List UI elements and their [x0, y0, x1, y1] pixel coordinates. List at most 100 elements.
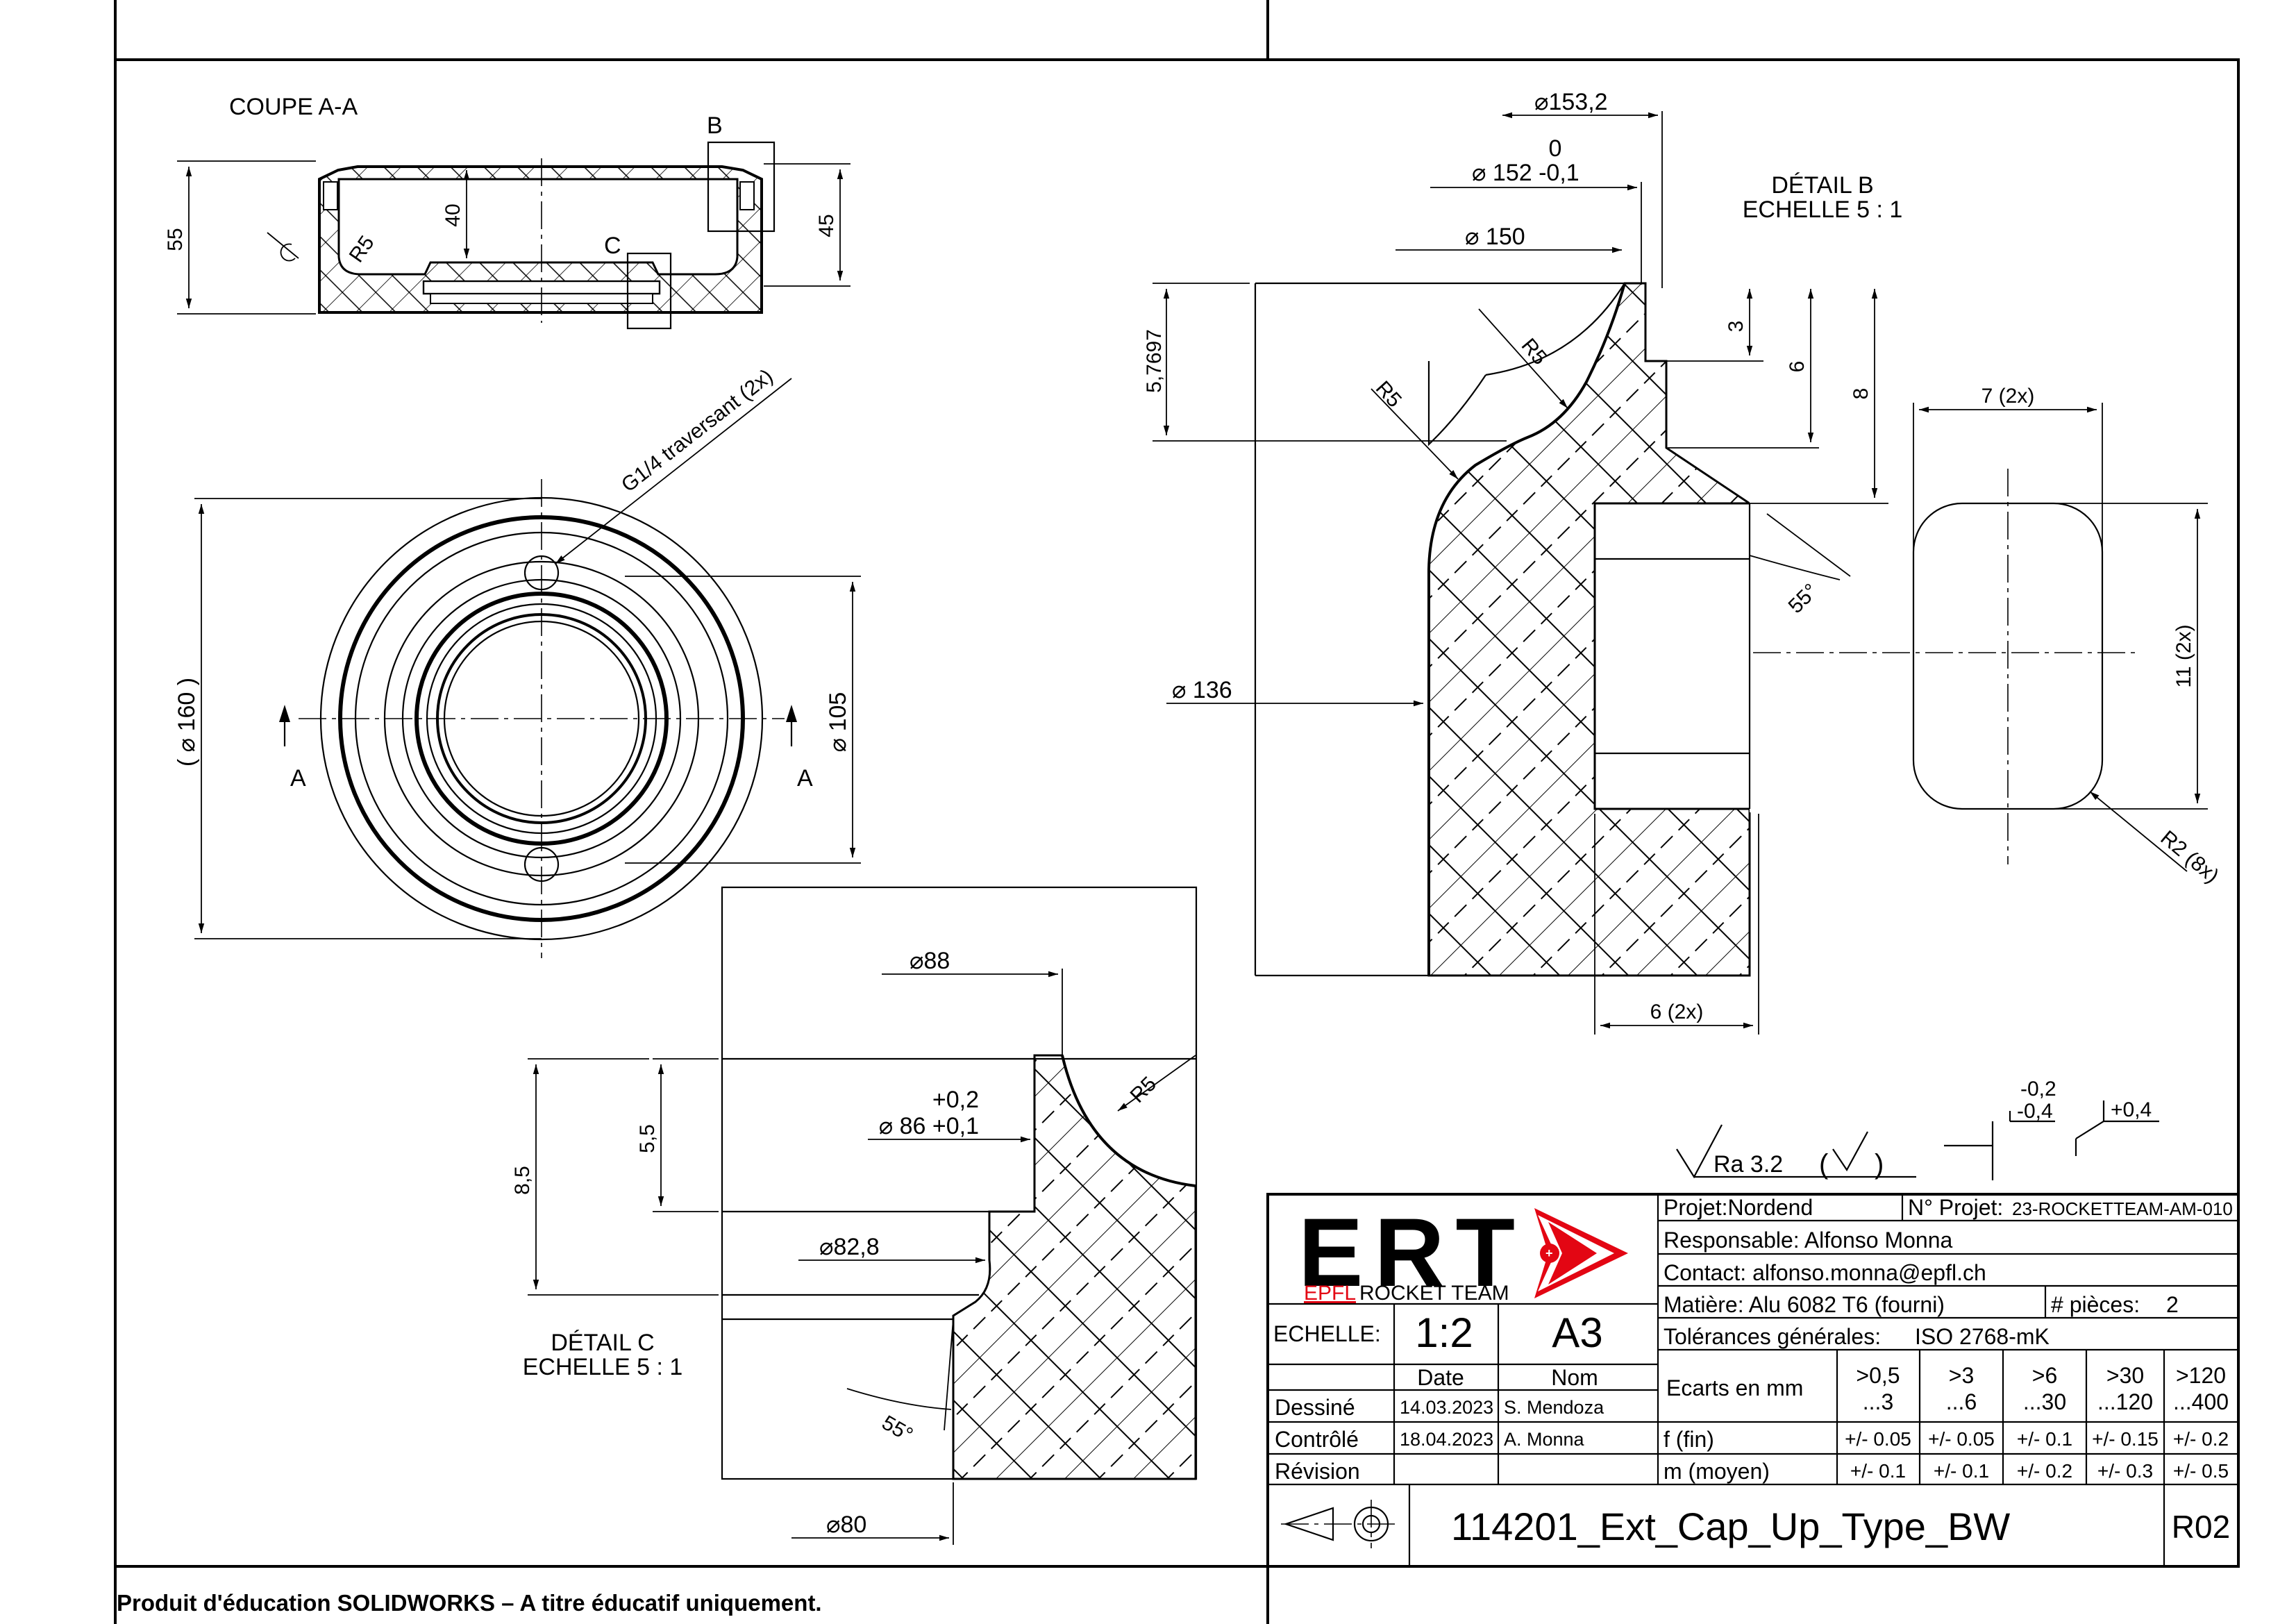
thread-note: G1/4 traversant (2x)	[617, 365, 778, 496]
drawing-name: 114201_Ext_Cap_Up_Type_BW	[1451, 1505, 2010, 1548]
dim-6: 6	[1786, 361, 1809, 373]
dim-angle-55-b: 55°	[1784, 580, 1822, 618]
section-mark-right: A	[797, 765, 813, 792]
top-view: A A ( ⌀ 160 ) ⌀ 105 G1/4 traversant (2x)	[174, 365, 861, 958]
dim-dia-136: 136	[1193, 677, 1232, 703]
dim-dia-88: 88	[923, 948, 950, 974]
fin-value-0: +/- 0.05	[1845, 1428, 1911, 1450]
row-controle-label: Contrôlé	[1275, 1427, 1359, 1452]
fin-value-4: +/- 0.2	[2173, 1428, 2229, 1450]
svg-text:Projet:Nordend: Projet:Nordend	[1664, 1195, 1813, 1220]
row-dessine-date: 14.03.2023	[1400, 1397, 1493, 1418]
tolerance-ranges: >0,5 ...3 >3 ...6 >6 ...30 >30 ...120 >1…	[1856, 1363, 2229, 1414]
logo-ert-text: ERT	[1298, 1198, 1526, 1307]
tol-sym-a-lower: -0,4	[2017, 1100, 2053, 1123]
svg-text:⌀ 86 +0,1: ⌀ 86 +0,1	[879, 1113, 979, 1139]
projet-value: Nordend	[1727, 1195, 1813, 1220]
callout-b: B	[707, 112, 723, 139]
row-controle-nom: A. Monna	[1504, 1429, 1585, 1450]
dim-dia-80: 80	[840, 1512, 866, 1538]
dim-dia-86: 86 +0,1	[900, 1113, 979, 1139]
detail-b-title: DÉTAIL B	[1771, 172, 1873, 199]
dim-dia-160: ( ⌀ 160 )	[174, 678, 200, 767]
educational-footer: Produit d'éducation SOLIDWORKS – A titre…	[117, 1590, 822, 1616]
moyen-value-2: +/- 0.2	[2017, 1460, 2072, 1482]
range-bottom-0: ...3	[1863, 1389, 1893, 1414]
dim-3: 3	[1725, 321, 1748, 333]
revision-code: R02	[2172, 1509, 2230, 1545]
format-value: A3	[1552, 1309, 1602, 1356]
svg-text:⌀ 152 -0,1: ⌀ 152 -0,1	[1472, 160, 1579, 186]
echelle-value: 1:2	[1415, 1309, 1473, 1356]
moyen-value-0: +/- 0.1	[1850, 1460, 1906, 1482]
dim-r5-b2: R5	[1371, 377, 1406, 412]
callout-c: C	[604, 233, 621, 259]
fin-value-3: +/- 0.15	[2092, 1428, 2159, 1450]
tol-sym-a-upper: -0,2	[2020, 1078, 2056, 1100]
range-bottom-1: ...6	[1946, 1389, 1977, 1414]
moyen-label: m (moyen)	[1664, 1459, 1770, 1484]
dim-5-7697: 5,7697	[1143, 329, 1166, 393]
sheet-border	[114, 0, 2240, 1624]
range-top-2: >6	[2032, 1363, 2057, 1388]
dim-8: 8	[1850, 388, 1872, 400]
detail-b-scale: ECHELLE 5 : 1	[1743, 196, 1903, 223]
range-top-4: >120	[2176, 1363, 2226, 1388]
detail-c-scale: ECHELLE 5 : 1	[523, 1354, 683, 1380]
dim-dia-82-8: 82,8	[833, 1234, 879, 1260]
title-block: ERT + EPFL ROCKET TEAM ECHELLE: 1:2 A3 D…	[1266, 1193, 2240, 1568]
detail-c: DÉTAIL C ECHELLE 5 : 1 ⌀88 +0,2 ⌀ 86 +0,…	[511, 886, 1198, 1545]
fin-value-1: +/- 0.05	[1928, 1428, 1995, 1450]
range-bottom-3: ...120	[2097, 1389, 2153, 1414]
dim-dia-105: 105	[825, 692, 851, 732]
pieces-value: 2	[2166, 1292, 2179, 1317]
dim-6-2x: 6 (2x)	[1650, 1001, 1704, 1023]
svg-text:⌀88: ⌀88	[910, 948, 950, 974]
dim-dia-153-2: 153,2	[1548, 89, 1607, 115]
dim-45: 45	[815, 214, 838, 237]
row-controle-date: 18.04.2023	[1400, 1429, 1493, 1450]
dim-5-5: 5,5	[636, 1124, 659, 1153]
range-bottom-2: ...30	[2023, 1389, 2066, 1414]
section-title: COUPE A-A	[229, 94, 358, 120]
nom-header: Nom	[1551, 1365, 1598, 1390]
ecarts-label: Ecarts en mm	[1666, 1375, 1803, 1400]
dim-55: 55	[164, 228, 187, 251]
moyen-value-4: +/- 0.5	[2173, 1460, 2229, 1482]
no-projet-label: N° Projet:	[1908, 1195, 2003, 1220]
svg-text:⌀ 105: ⌀ 105	[825, 692, 851, 753]
projet-label: Projet:	[1664, 1195, 1727, 1220]
svg-text:⌀ 136: ⌀ 136	[1172, 677, 1232, 703]
no-projet-value: 23-ROCKETTEAM-AM-010	[2012, 1198, 2233, 1219]
moyen-value-3: +/- 0.3	[2097, 1460, 2153, 1482]
svg-text:⌀153,2: ⌀153,2	[1534, 89, 1608, 115]
logo-epfl: EPFL	[1304, 1282, 1356, 1305]
range-bottom-4: ...400	[2173, 1389, 2229, 1414]
row-dessine-label: Dessiné	[1275, 1395, 1355, 1420]
projection-symbol-icon	[1281, 1500, 1396, 1548]
dim-8-5: 8,5	[511, 1166, 534, 1195]
range-top-0: >0,5	[1856, 1363, 1900, 1388]
tolerances-label: Tolérances générales:	[1664, 1324, 1881, 1349]
echelle-label: ECHELLE:	[1273, 1321, 1381, 1346]
svg-text:⌀80: ⌀80	[826, 1512, 866, 1538]
tol-sym-b: +0,4	[2111, 1098, 2152, 1121]
fin-value-2: +/- 0.1	[2017, 1428, 2072, 1450]
moyen-values: +/- 0.1 +/- 0.1 +/- 0.2 +/- 0.3 +/- 0.5	[1850, 1460, 2229, 1482]
logo-rocket-team: ROCKET TEAM	[1359, 1282, 1509, 1305]
range-top-3: >30	[2106, 1363, 2144, 1388]
dim-7-2x: 7 (2x)	[1981, 385, 2035, 408]
svg-text:(: (	[1819, 1149, 1829, 1180]
fin-label: f (fin)	[1664, 1427, 1714, 1452]
row-dessine-nom: S. Mendoza	[1504, 1397, 1604, 1418]
dim-tol-upper: 0	[1549, 135, 1562, 162]
range-top-1: >3	[1949, 1363, 1974, 1388]
ert-logo: ERT + EPFL ROCKET TEAM	[1298, 1198, 1628, 1307]
dim-r5-b1: R5	[1517, 334, 1552, 369]
moyen-value-1: +/- 0.1	[1934, 1460, 1989, 1482]
pieces-label: # pièces:	[2051, 1292, 2140, 1317]
date-header: Date	[1417, 1365, 1464, 1390]
matiere: Matière: Alu 6082 T6 (fourni)	[1664, 1292, 1945, 1317]
dim-dia-150: 150	[1486, 224, 1525, 250]
